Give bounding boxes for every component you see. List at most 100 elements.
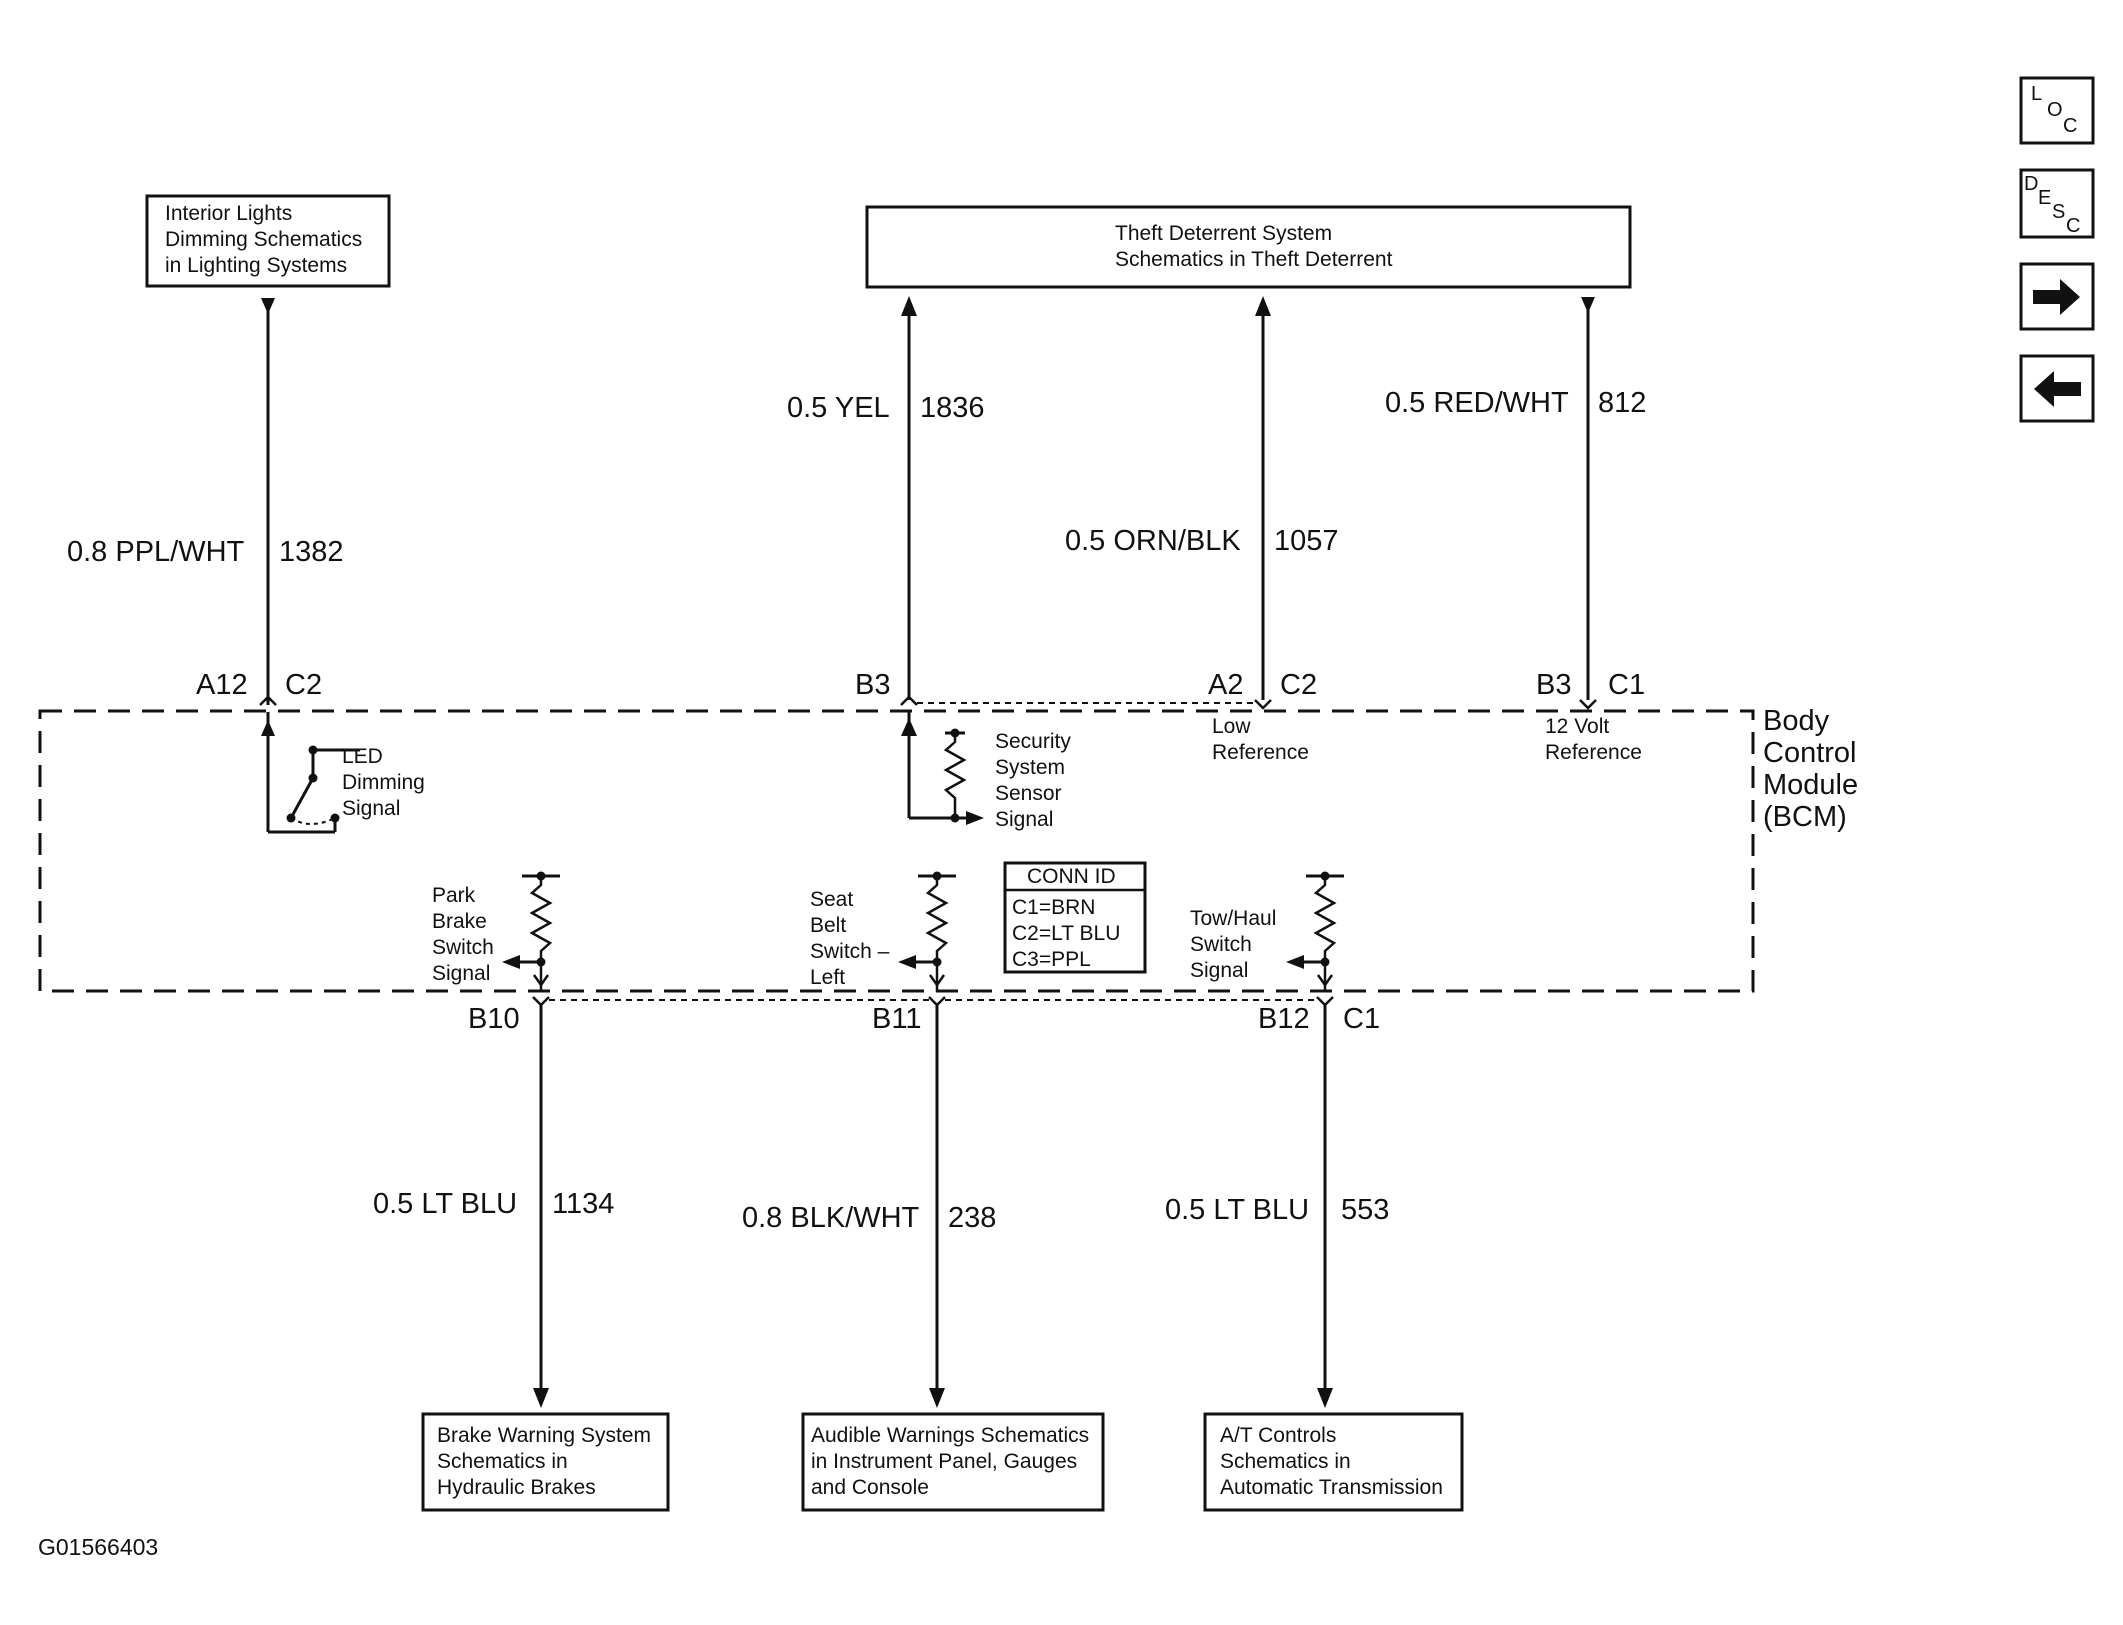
wire-1382-spec: 0.8 PPL/WHT [67,536,245,568]
seat-belt-line3: Switch – [810,940,890,963]
park-brake-line3: Switch [432,936,494,959]
next-button[interactable] [2019,262,2095,331]
wire-553-arrow [1317,1388,1333,1408]
pin-c1-b: C1 [1343,1003,1380,1035]
volt-reference-line2: Reference [1545,741,1642,764]
park-brake-line2: Brake [432,910,487,933]
arrow-right-icon [2033,279,2080,315]
bcm-label-line3: Module [1763,769,1858,801]
wire-1057: 0.5 ORN/BLK 1057 [1065,296,1339,700]
at-controls-box[interactable]: A/T Controls Schematics in Automatic Tra… [1203,1412,1464,1512]
wire-1836-arrow [901,296,917,316]
park-brake-input: Park Brake Switch Signal [432,871,560,992]
led-dimming-line2: Dimming [342,771,425,794]
wire-553: 0.5 LT BLU 553 [1165,1005,1389,1408]
tow-haul-line2: Switch [1190,933,1252,956]
brake-warning-line3: Hydraulic Brakes [437,1476,596,1499]
bcm-outline [38,709,1755,993]
pin-a12: A12 [196,669,248,701]
park-brake-line1: Park [432,884,476,907]
wire-812-circuit: 812 [1598,387,1646,419]
loc-button[interactable]: L O C [2019,76,2095,145]
wire-1382-circuit: 1382 [279,536,344,568]
park-brake-line4: Signal [432,962,490,985]
wire-1057-spec: 0.5 ORN/BLK [1065,525,1241,557]
figure-id: G01566403 [38,1534,158,1560]
audible-warnings-line1: Audible Warnings Schematics [811,1424,1089,1447]
led-dimming-line3: Signal [342,797,400,820]
loc-letter-c: C [2063,115,2077,137]
wire-1382-arrow [261,298,275,314]
pin-c2-a: C2 [285,669,322,701]
wire-812: 0.5 RED/WHT 812 [1385,297,1646,700]
wire-238-spec: 0.8 BLK/WHT [742,1202,920,1234]
wire-1134-arrow [533,1388,549,1408]
pin-b10: B10 [468,1003,520,1035]
bcm-label-line1: Body [1763,705,1830,737]
at-controls-line3: Automatic Transmission [1220,1476,1443,1499]
low-reference-line2: Reference [1212,741,1309,764]
security-line4: Signal [995,808,1053,831]
loc-letter-o: O [2047,99,2063,121]
tow-haul-line3: Signal [1190,959,1248,982]
wire-1836-circuit: 1836 [920,392,985,424]
desc-letter-c: C [2066,215,2080,237]
tow-haul-line1: Tow/Haul [1190,907,1276,930]
interior-lights-box[interactable]: Interior Lights Dimming Schematics in Li… [145,194,391,288]
interior-lights-line2: Dimming Schematics [165,228,362,251]
security-line2: System [995,756,1065,779]
seat-belt-line1: Seat [810,888,853,911]
wire-1134: 0.5 LT BLU 1134 [373,1005,614,1408]
pin-c2-b: C2 [1280,669,1317,701]
wire-1836: 0.5 YEL 1836 [787,296,985,700]
interior-lights-line3: in Lighting Systems [165,254,347,277]
desc-letter-s: S [2052,201,2065,223]
security-line1: Security [995,730,1071,753]
pin-a2: A2 [1208,669,1243,701]
wire-1057-arrow [1255,296,1271,316]
wire-238-circuit: 238 [948,1202,996,1234]
wire-238: 0.8 BLK/WHT 238 [742,1005,996,1408]
brake-warning-line2: Schematics in [437,1450,568,1473]
wire-553-circuit: 553 [1341,1194,1389,1226]
wire-553-spec: 0.5 LT BLU [1165,1194,1309,1226]
desc-button[interactable]: D E S C [2019,168,2095,239]
brake-warning-box[interactable]: Brake Warning System Schematics in Hydra… [421,1412,670,1512]
desc-letter-d: D [2024,173,2038,195]
theft-deterrent-box[interactable]: Theft Deterrent System Schematics in The… [865,205,1632,289]
bcm-label: Body Control Module (BCM) [1763,705,1858,833]
low-reference-line1: Low [1212,715,1251,738]
wire-238-arrow [929,1388,945,1408]
volt-reference-label: 12 Volt Reference [1545,715,1642,764]
pin-b12: B12 [1258,1003,1310,1035]
theft-deterrent-line1: Theft Deterrent System [1115,222,1332,245]
wire-1134-spec: 0.5 LT BLU [373,1188,517,1220]
pin-c1-a: C1 [1608,669,1645,701]
low-reference-label: Low Reference [1212,715,1309,764]
wire-1836-spec: 0.5 YEL [787,392,890,424]
volt-reference-line1: 12 Volt [1545,715,1609,738]
conn-id-line1: C1=BRN [1012,896,1095,919]
prev-button[interactable] [2019,354,2095,423]
brake-warning-line1: Brake Warning System [437,1424,651,1447]
seat-belt-line4: Left [810,966,845,989]
interior-lights-line1: Interior Lights [165,202,292,225]
bcm-label-line4: (BCM) [1763,801,1847,833]
wire-1057-circuit: 1057 [1274,525,1339,557]
top-connector-chevrons [259,695,1597,710]
loc-letter-l: L [2031,83,2042,105]
audible-warnings-line3: and Console [811,1476,929,1499]
pin-b3-a: B3 [855,669,890,701]
audible-warnings-box[interactable]: Audible Warnings Schematics in Instrumen… [801,1412,1105,1512]
pin-b11: B11 [872,1003,921,1035]
seat-belt-input: Seat Belt Switch – Left [810,871,956,992]
wire-1134-circuit: 1134 [552,1188,614,1220]
at-controls-line1: A/T Controls [1220,1424,1336,1447]
seat-belt-line2: Belt [810,914,846,937]
led-dimming-line1: LED [342,745,383,768]
pin-b3-b: B3 [1536,669,1571,701]
conn-id-line2: C2=LT BLU [1012,922,1120,945]
desc-letter-e: E [2038,187,2051,209]
led-dimming-switch: LED Dimming Signal [261,712,425,834]
security-line3: Sensor [995,782,1062,805]
